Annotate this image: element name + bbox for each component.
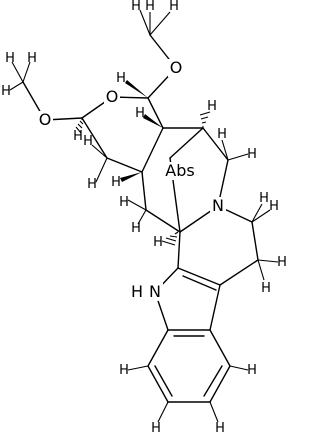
- hydrogen-atom: H: [247, 147, 257, 162]
- hashed-bond: [75, 118, 84, 134]
- absolute-stereo-label: Abs: [165, 161, 194, 180]
- indole-nh-hydrogen: H: [131, 282, 143, 301]
- oxygen-atom: O: [39, 110, 52, 129]
- hashed-bond: [161, 231, 179, 246]
- wedge-bond: [120, 172, 142, 182]
- nitrogen-atom: N: [149, 282, 161, 301]
- hydrogen-atom: H: [119, 363, 129, 378]
- wedge-bond: [125, 80, 148, 98]
- hydrogen-atom: H: [116, 71, 126, 86]
- hydrogen-atom: H: [5, 51, 15, 66]
- hydrogen-atom: H: [135, 106, 145, 121]
- hydrogen-atom: H: [277, 255, 287, 270]
- hydrogen-atom: H: [83, 134, 93, 149]
- hydrogen-atom: H: [131, 0, 141, 14]
- hydrogen-labels: H H H H H H H H H H H H H H H H H H H H …: [1, 0, 287, 435]
- hydrogen-atom: H: [169, 0, 179, 14]
- hydrogen-atom: H: [1, 84, 11, 99]
- hydrogen-atom: H: [153, 235, 163, 250]
- hydrogen-atom: H: [27, 51, 37, 66]
- wedge-bond: [143, 114, 163, 128]
- hashed-bond: [199, 111, 211, 128]
- hydrogen-atom: H: [217, 127, 227, 142]
- hydrogen-atom: H: [215, 421, 225, 435]
- hydrogen-atom: H: [73, 129, 83, 144]
- molecule-structure: O O O N N H Abs H H H H H H H H H H H H …: [1, 0, 287, 435]
- nitrogen-atom: N: [212, 196, 224, 215]
- hydrogen-bonds: [9, 9, 279, 423]
- hydrogen-atom: H: [87, 177, 97, 192]
- oxygen-atom: O: [170, 58, 183, 77]
- oxygen-atom: O: [106, 87, 119, 106]
- atom-labels: O O O N N H Abs: [37, 58, 226, 301]
- skeleton-bonds: [22, 34, 259, 403]
- stereo-bonds: [75, 80, 211, 246]
- hydrogen-atom: H: [111, 175, 121, 190]
- hydrogen-atom: H: [131, 221, 141, 236]
- hydrogen-atom: H: [151, 421, 161, 435]
- hydrogen-atom: H: [247, 363, 257, 378]
- hydrogen-atom: H: [259, 191, 269, 206]
- hydrogen-atom: H: [269, 199, 279, 214]
- hydrogen-atom: H: [119, 195, 129, 210]
- hydrogen-atom: H: [261, 281, 271, 296]
- hydrogen-atom: H: [207, 99, 217, 114]
- hydrogen-atom: H: [145, 0, 155, 14]
